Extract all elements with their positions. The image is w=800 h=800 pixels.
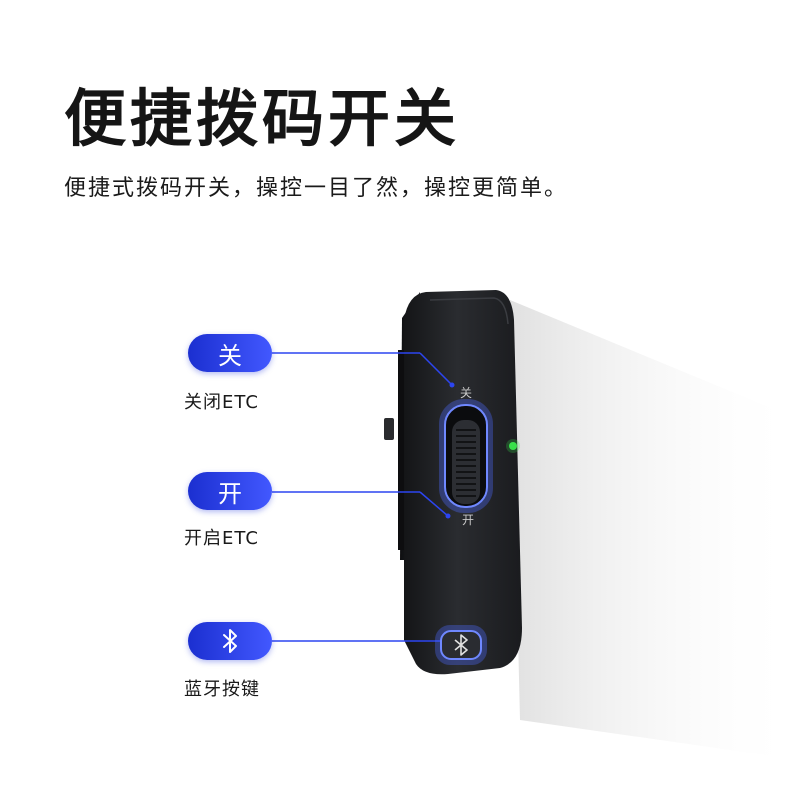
caption-on: 开启ETC	[184, 528, 259, 549]
caption-bluetooth: 蓝牙按键	[184, 679, 260, 700]
badge-on-label: 开	[218, 479, 242, 508]
page-subtitle: 便捷式拨码开关，操控一目了然，操控更简单。	[64, 176, 569, 201]
badge-on: 开	[188, 472, 272, 510]
page-title: 便捷拨码开关	[64, 82, 461, 155]
badge-bluetooth	[188, 622, 272, 660]
dip-switch-grip	[456, 429, 476, 497]
device-clip	[384, 418, 394, 440]
switch-label-on: 开	[462, 513, 474, 527]
badge-off-label: 关	[218, 341, 242, 370]
device-shadow	[510, 300, 800, 760]
dip-switch-knob	[452, 420, 480, 504]
switch-label-off: 关	[460, 386, 472, 400]
bluetooth-icon	[454, 634, 468, 656]
indicator-led	[509, 442, 517, 450]
caption-off: 关闭ETC	[184, 392, 259, 413]
badge-off: 关	[188, 334, 272, 372]
bluetooth-icon	[223, 629, 237, 653]
